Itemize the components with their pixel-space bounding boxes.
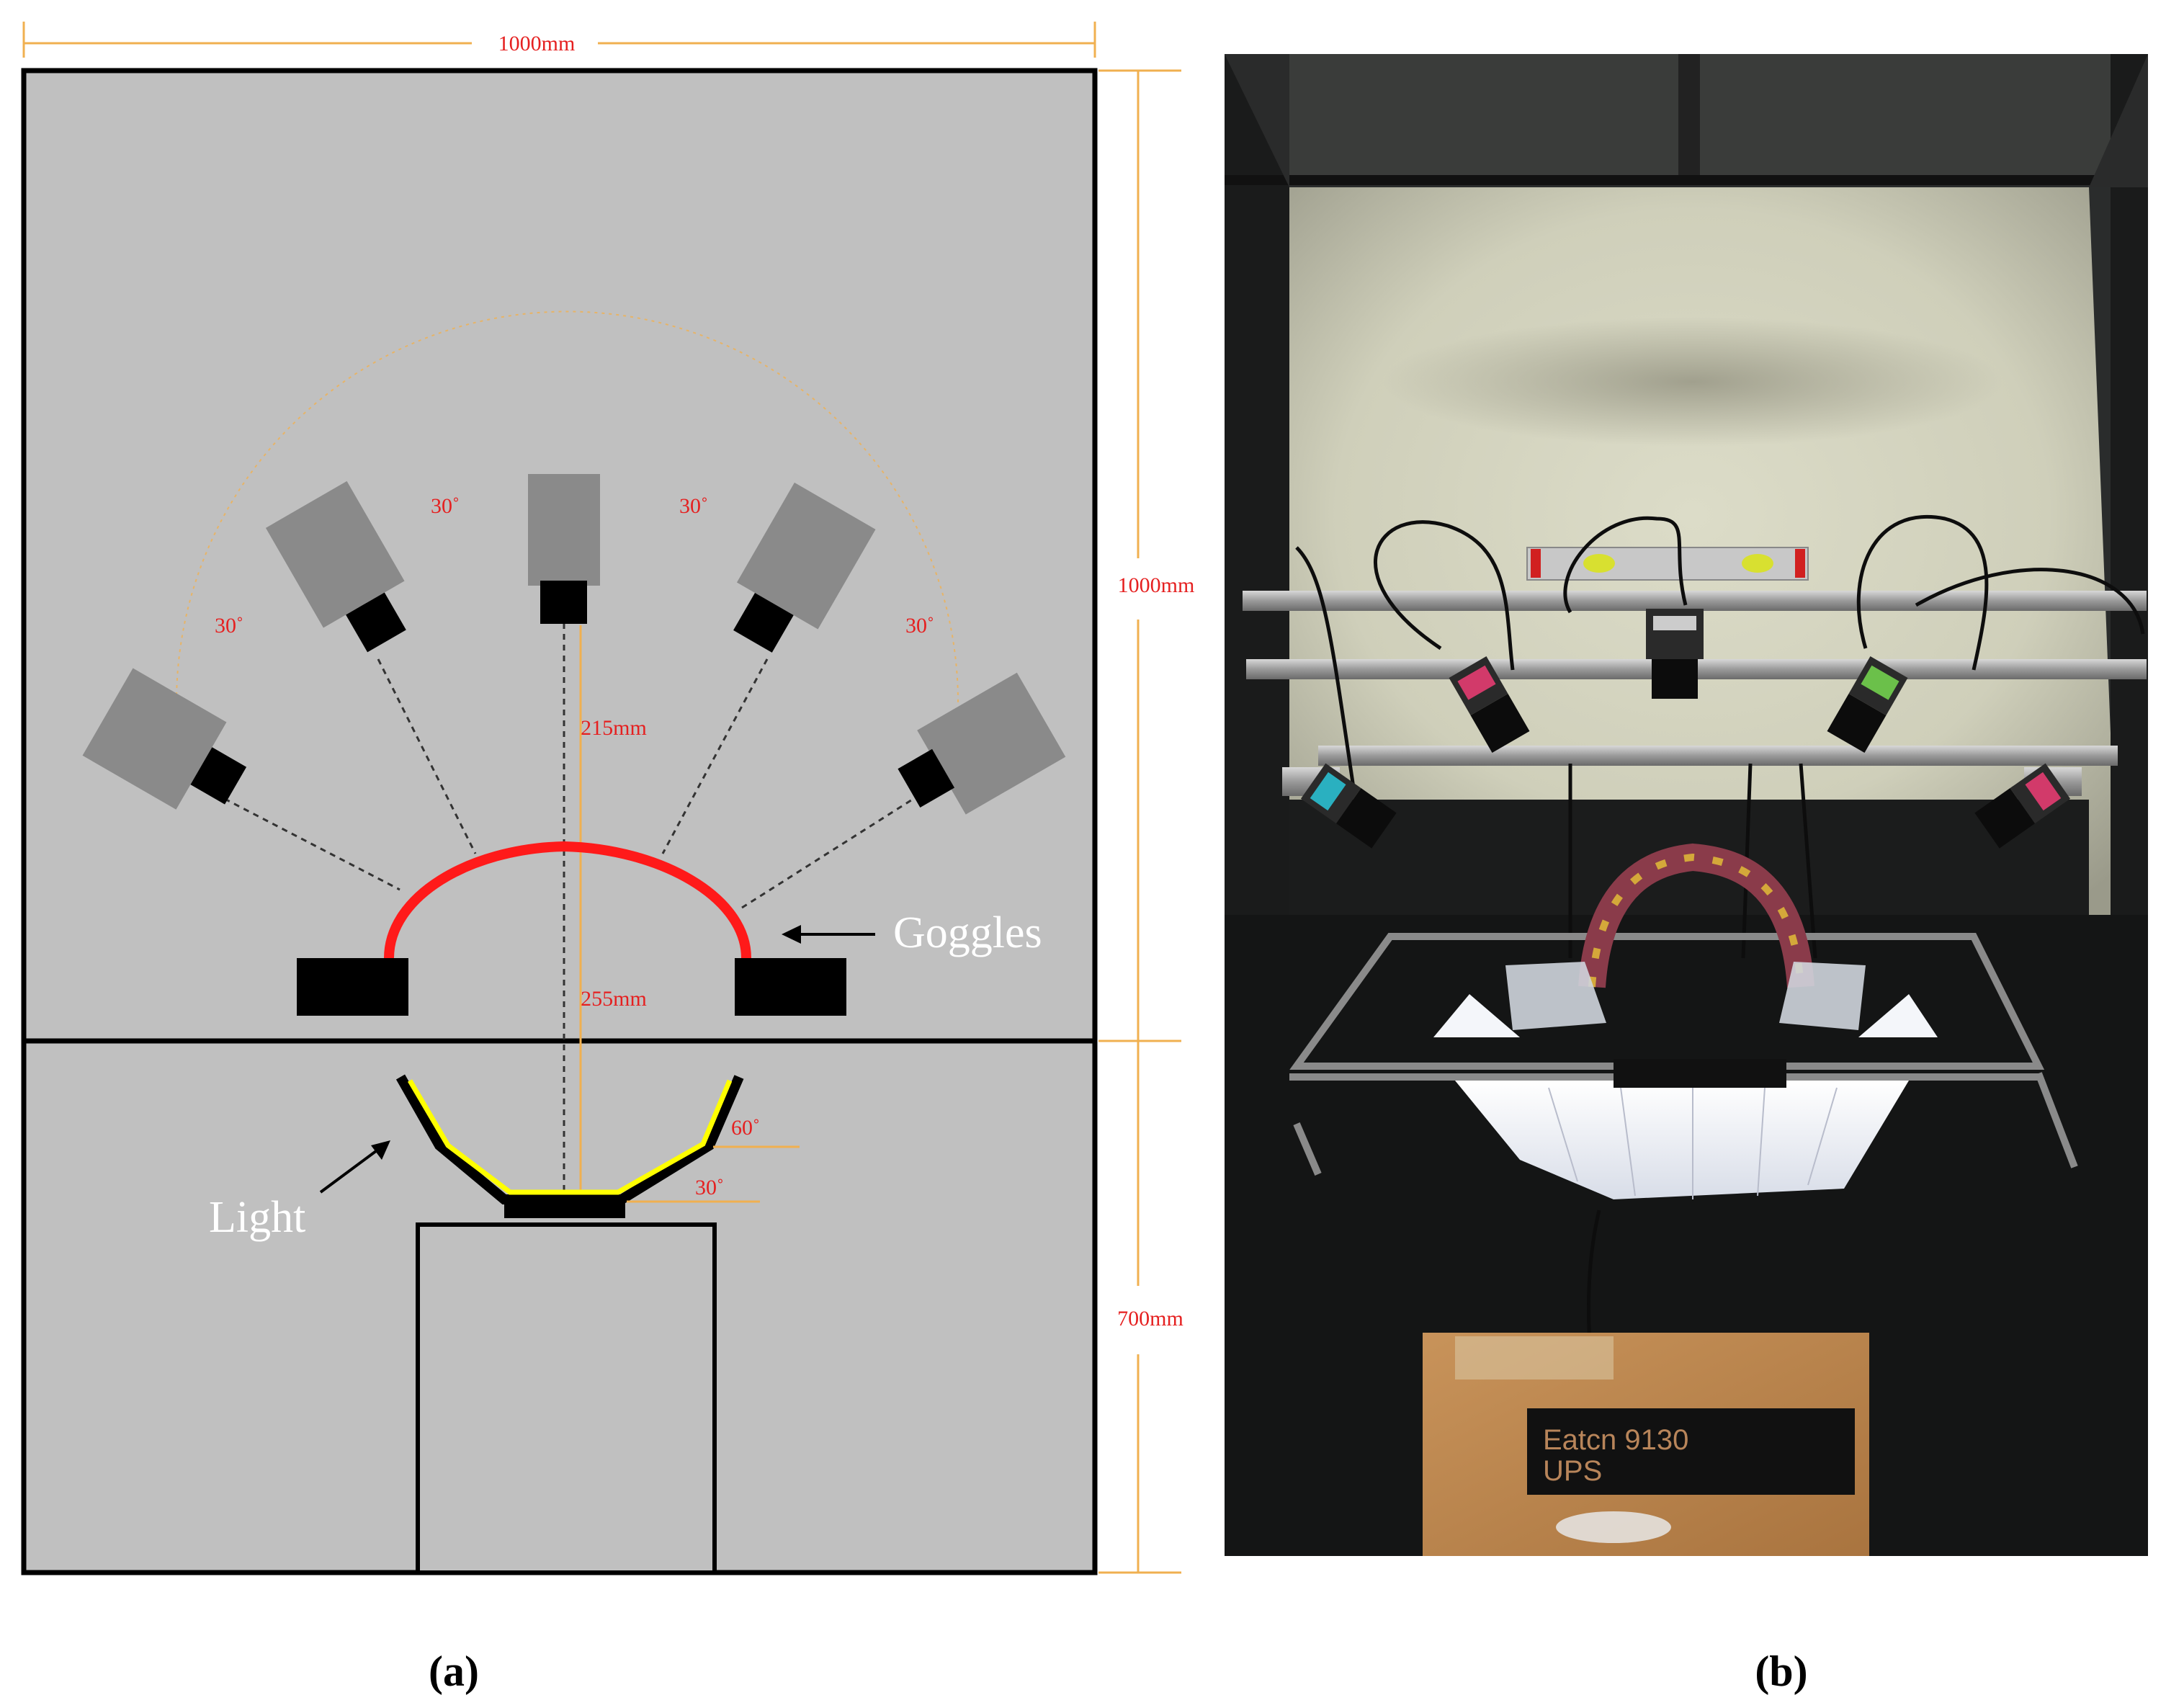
light-arrow	[319, 1140, 390, 1194]
ups-box: Eatcn 9130 UPS	[1423, 1333, 1869, 1556]
caption-b: (b)	[1755, 1647, 1807, 1695]
goggles-label: Goggles	[893, 908, 1042, 957]
width-dimension-label: 1000mm	[498, 32, 576, 55]
caption-a: (a)	[429, 1647, 479, 1695]
angle-label-right-outer: 30˚	[905, 614, 934, 638]
camera-arc	[176, 310, 959, 703]
distance-label-255: 255mm	[581, 987, 647, 1011]
angle-label-right-inner: 30˚	[679, 494, 708, 518]
ups-box-label-line1: Eatcn 9130	[1543, 1424, 1688, 1456]
light-label: Light	[209, 1193, 305, 1242]
light-fixture	[395, 1074, 744, 1218]
light-angle-30: 30˚	[695, 1176, 724, 1199]
height-dimensions: 1000mm 700mm	[1098, 69, 1195, 1574]
distance-label-215: 215mm	[581, 716, 647, 740]
photo-light-panel	[1455, 1081, 1909, 1199]
photo-goggles	[1505, 843, 1866, 1030]
goggles	[297, 841, 846, 1016]
viewing-lines	[205, 623, 930, 1199]
light-angle-60: 60˚	[731, 1116, 760, 1140]
spirit-level	[1526, 547, 1809, 581]
goggles-arrow	[782, 925, 875, 944]
schematic-panel: 1000mm 1000mm 700mm	[21, 22, 1195, 1575]
angle-label-left-inner: 30˚	[431, 494, 460, 518]
ups-box-label-line2: UPS	[1543, 1455, 1602, 1487]
light-angle-lines	[627, 1145, 800, 1203]
angle-label-left-outer: 30˚	[215, 614, 243, 638]
photo-cameras	[1300, 609, 2071, 849]
lower-height-label: 700mm	[1117, 1307, 1183, 1331]
camera-2	[265, 480, 406, 653]
upper-height-label: 1000mm	[1118, 573, 1195, 597]
goggles-strap-right	[735, 958, 846, 1016]
camera-1	[82, 668, 247, 810]
camera-3	[528, 474, 600, 624]
goggles-strap-left	[297, 958, 408, 1016]
stand	[416, 1222, 717, 1575]
photo-panel: Eatcn 9130 UPS	[1225, 54, 2148, 1556]
wall-shadow	[1383, 317, 2002, 447]
camera-4	[733, 482, 876, 653]
width-dimension: 1000mm	[22, 22, 1096, 58]
camera-5	[898, 672, 1066, 815]
